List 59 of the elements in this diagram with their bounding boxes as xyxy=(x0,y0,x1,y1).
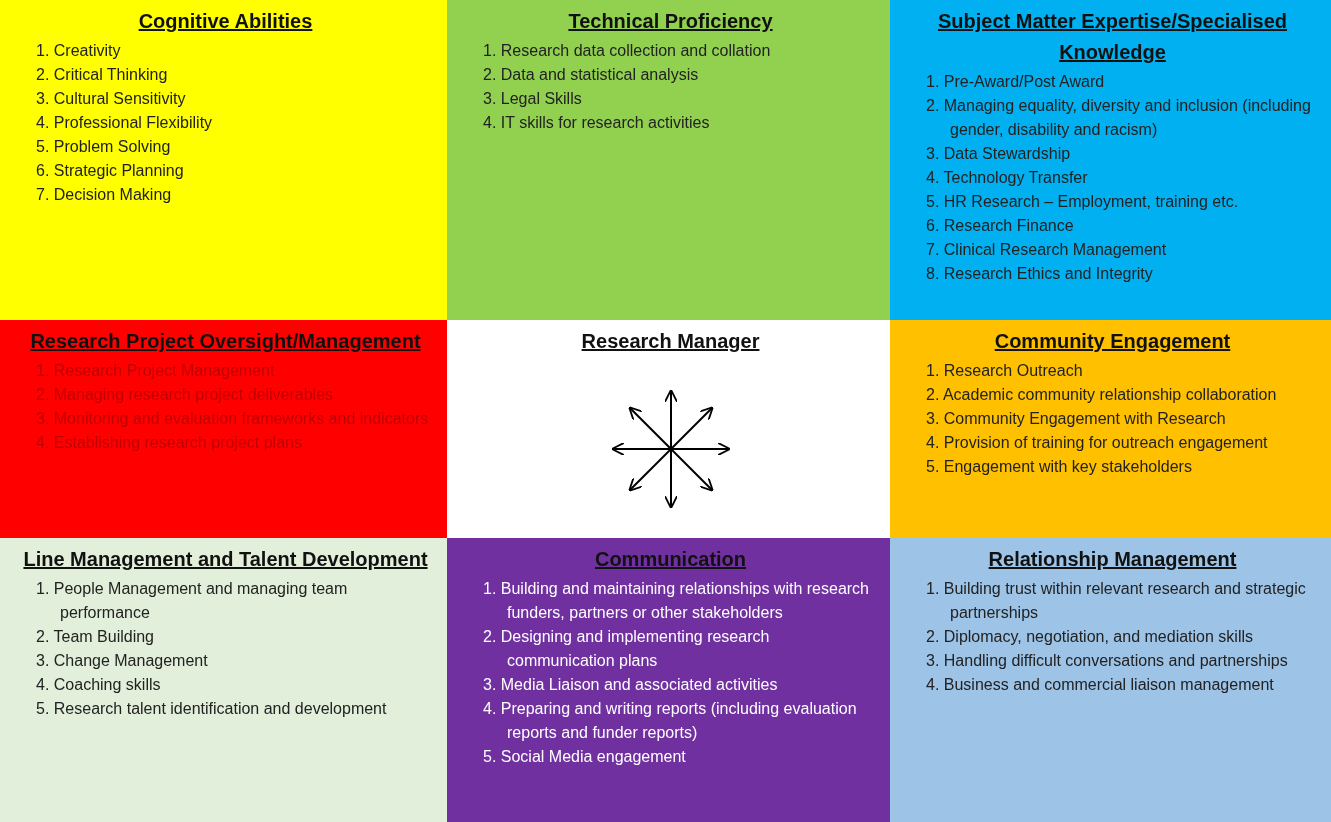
list-item: 1. Research Project Management xyxy=(36,361,276,381)
list-item: 3. Data Stewardship xyxy=(926,144,1072,164)
list-item: 5. Research talent identification and development xyxy=(36,699,388,719)
list-item: 2. Data and statistical analysis xyxy=(483,65,700,85)
panel-heading: Community Engagement xyxy=(993,329,1232,354)
list-item: 7. Clinical Research Management xyxy=(926,240,1168,260)
list-item: 3. Legal Skills xyxy=(483,89,583,109)
panel-heading: Subject Matter Expertise/Specialised Knowledge xyxy=(937,9,1288,65)
list-item: 1. People Management and managing team performance xyxy=(36,579,349,623)
list-item: 3. Community Engagement with Research xyxy=(926,409,1227,429)
list-item: 1. Pre-Award/Post Award xyxy=(926,72,1106,92)
list-item: 8. Research Ethics and Integrity xyxy=(926,264,1154,284)
list-item: 2. Critical Thinking xyxy=(36,65,169,85)
list-item: 2. Academic community relationship collaboration xyxy=(926,385,1278,405)
list-item: 2. Team Building xyxy=(36,627,155,647)
panel-heading: Research Project Oversight/Management xyxy=(29,329,422,354)
list-item: 3. Cultural Sensitivity xyxy=(36,89,187,109)
list-item: 3. Monitoring and evaluation frameworks and indicators xyxy=(36,409,430,429)
list-item: 1. Creativity xyxy=(36,41,122,61)
list-item: 1. Building and maintaining relationships with research funders, partners or other stakeholders xyxy=(483,579,870,623)
panel-heading: Research Manager xyxy=(580,329,761,354)
panel-heading: Relationship Management xyxy=(987,547,1238,572)
list-item: 4. IT skills for research activities xyxy=(483,113,711,133)
list-item: 6. Strategic Planning xyxy=(36,161,185,181)
list-item: 2. Designing and implementing research communication plans xyxy=(483,627,771,671)
list-item: 7. Decision Making xyxy=(36,185,173,205)
list-item: 5. Social Media engagement xyxy=(483,747,687,767)
category-panel xyxy=(447,0,890,320)
category-panel xyxy=(0,0,447,320)
list-item: 1. Building trust within relevant research and strategic partnerships xyxy=(926,579,1307,623)
category-panel xyxy=(890,538,1331,822)
list-item: 4. Technology Transfer xyxy=(926,168,1089,188)
panel-heading: Technical Proficiency xyxy=(567,9,774,34)
category-panel xyxy=(0,320,447,538)
list-item: 3. Handling difficult conversations and partnerships xyxy=(926,651,1289,671)
list-item: 4. Preparing and writing reports (including evaluation reports and funder reports) xyxy=(483,699,858,743)
panel-heading: Cognitive Abilities xyxy=(137,9,314,34)
panel-heading: Line Management and Talent Development xyxy=(22,547,429,572)
list-item: 1. Research data collection and collation xyxy=(483,41,772,61)
category-panel xyxy=(0,538,447,822)
category-panel xyxy=(447,538,890,822)
category-panel xyxy=(890,0,1331,320)
list-item: 6. Research Finance xyxy=(926,216,1075,236)
list-item: 1. Research Outreach xyxy=(926,361,1084,381)
category-panel xyxy=(890,320,1331,538)
list-item: 3. Change Management xyxy=(36,651,209,671)
list-item: 5. HR Research – Employment, training etc. xyxy=(926,192,1240,212)
list-item: 4. Professional Flexibility xyxy=(36,113,214,133)
list-item: 5. Engagement with key stakeholders xyxy=(926,457,1193,477)
list-item: 4. Provision of training for outreach engagement xyxy=(926,433,1269,453)
panel-heading: Communication xyxy=(593,547,748,572)
list-item: 4. Establishing research project plans xyxy=(36,433,303,453)
list-item: 5. Problem Solving xyxy=(36,137,172,157)
list-item: 3. Media Liaison and associated activities xyxy=(483,675,779,695)
list-item: 4. Coaching skills xyxy=(36,675,162,695)
list-item: 2. Diplomacy, negotiation, and mediation skills xyxy=(926,627,1254,647)
list-item: 2. Managing research project deliverables xyxy=(36,385,335,405)
list-item: 2. Managing equality, diversity and inclusion (including gender, disability and racism) xyxy=(926,96,1312,140)
list-item: 4. Business and commercial liaison management xyxy=(926,675,1275,695)
